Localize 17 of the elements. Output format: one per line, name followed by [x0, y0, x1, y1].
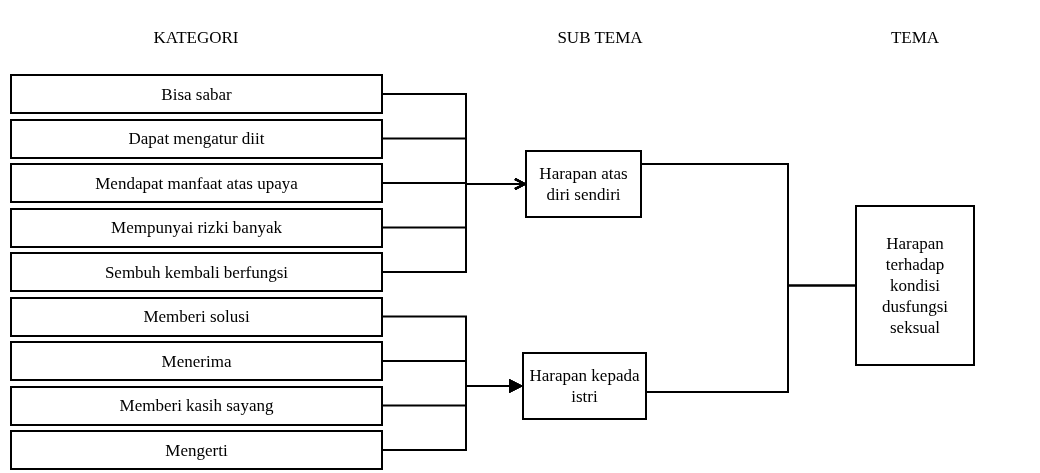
connector-arrow [382, 178, 526, 273]
category-box: Sembuh kembali berfungsi [10, 252, 383, 292]
theme-box: Harapan terhadap kondisi dusfungsi seksual [855, 205, 975, 366]
column-heading: SUB TEMA [557, 28, 643, 48]
category-box: Mempunyai rizki banyak [10, 207, 383, 248]
category-box: Menerima [10, 341, 383, 381]
subtheme-box: Harapan kepada istri [522, 352, 647, 420]
category-box: Memberi kasih sayang [10, 385, 383, 426]
subtheme-box: Harapan atas diri sendiri [525, 150, 642, 218]
category-box: Bisa sabar [10, 74, 383, 114]
column-heading: TEMA [890, 28, 940, 48]
connector-arrow [382, 379, 524, 451]
category-box: Mengerti [10, 430, 383, 470]
category-box: Mendapat manfaat atas upaya [10, 163, 383, 203]
category-box: Dapat mengatur diit [10, 118, 383, 159]
category-box: Memberi solusi [10, 296, 383, 337]
column-heading: KATEGORI [153, 28, 239, 48]
